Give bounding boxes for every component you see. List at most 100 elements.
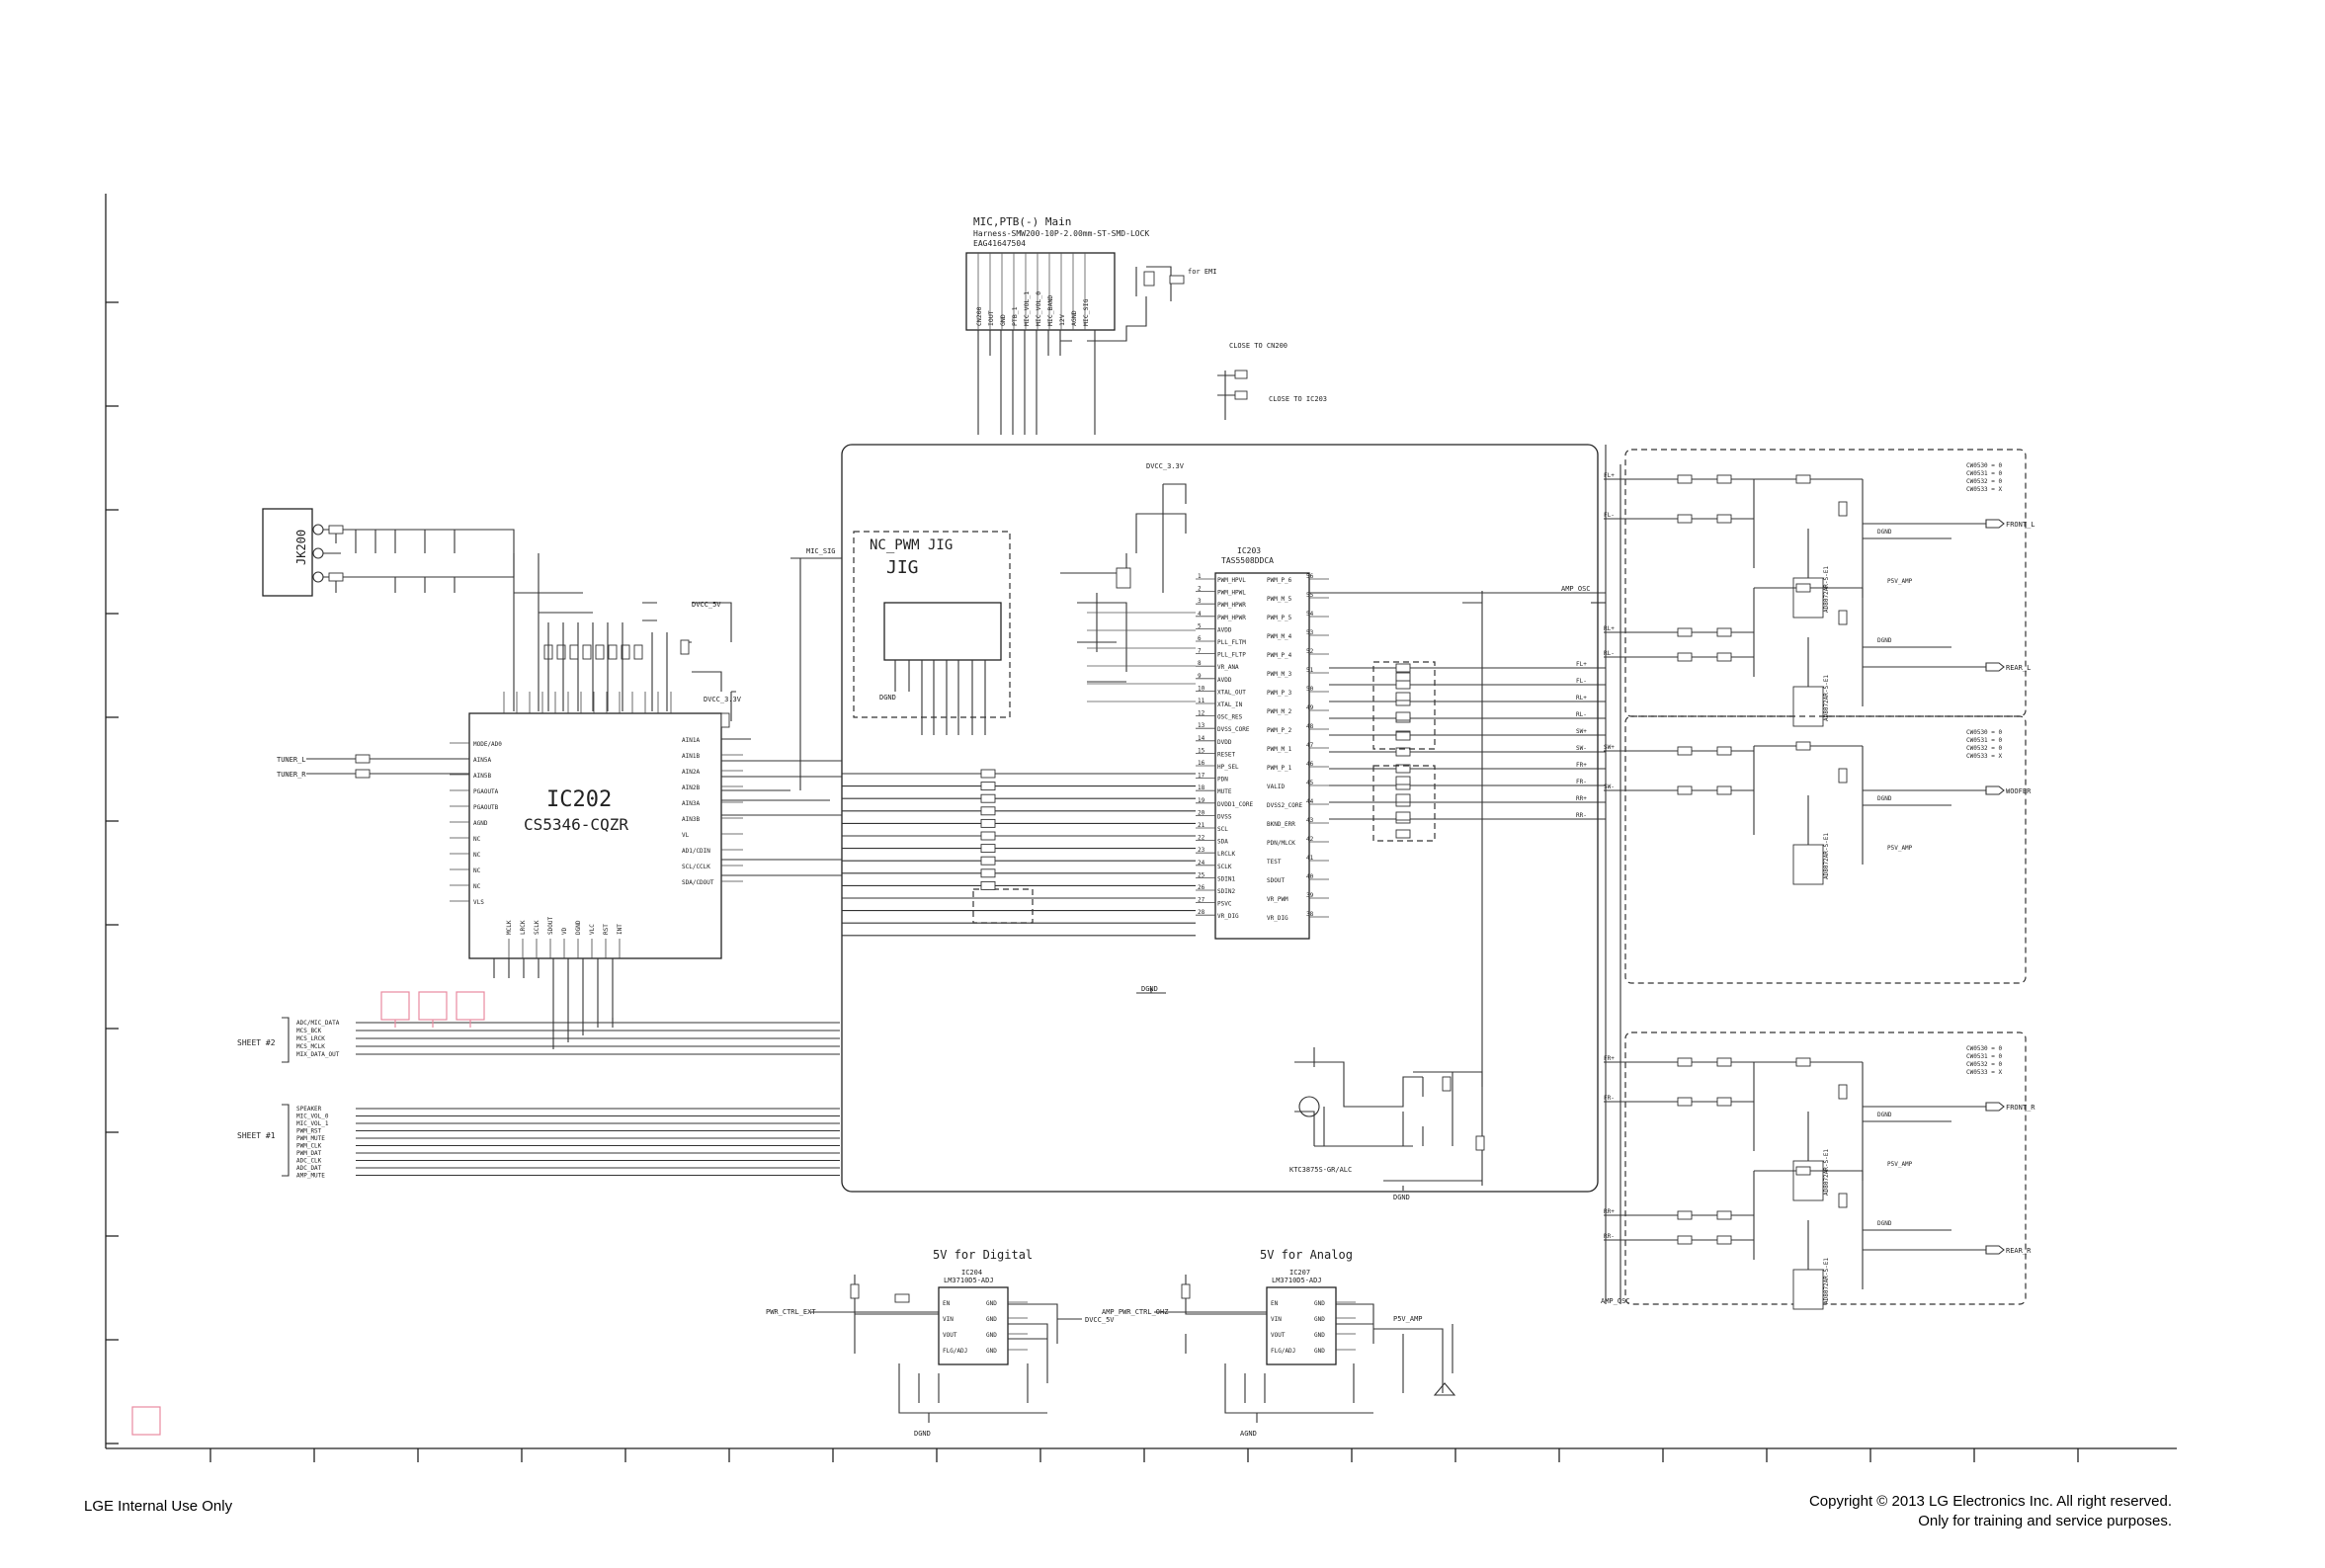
dsp-pin-number: 46 [1306,761,1314,768]
svg-text:DVCC_3.3V: DVCC_3.3V [704,696,742,703]
v5-digital-title: 5V for Digital [933,1248,1033,1262]
amp-ic-label: AD8072AR-S-E1 [1823,675,1830,721]
sheet-frame [105,194,2177,1462]
resistor [980,782,996,791]
dsp-pin-label: TEST [1267,859,1282,866]
dsp-pin-label: DVSS2_CORE [1267,802,1303,809]
tuner-l-label: TUNER_L [277,756,306,764]
dsp-pin-number: 39 [1306,892,1314,899]
dsp-pin-number: 7 [1198,648,1202,655]
svg-text:DGND: DGND [879,694,896,701]
dsp-pin-label: PLL_FLTP [1217,652,1246,659]
marker-box-2 [418,991,448,1021]
resistor [980,806,996,816]
dsp-pin-label: PWM_P_1 [1267,765,1292,772]
cw-code-label: CW0532 = 0 [1966,745,2003,752]
dsp-pin-label: PWM_HPWR [1217,602,1246,609]
regulator-pin-label: GND [986,1316,997,1323]
resistor [1677,1235,1693,1245]
cw-code-label: CW0533 = X [1966,753,2003,760]
dsp-pin-number: 8 [1198,660,1202,667]
svg-text:DGND: DGND [1141,985,1158,993]
sheet1-signal-label: MIC_VOL_0 [296,1114,329,1120]
sheet2-signal-label: MCS_MCLK [296,1043,325,1050]
ic202-pin-label: AGND [473,820,488,827]
cw-code-label: CW0530 = 0 [1966,729,2003,736]
resistor [980,868,996,878]
ic202-pin-label: VLC [589,924,596,935]
dsp-pin-number: 23 [1198,847,1205,854]
resistor [980,831,996,841]
sheet2-bus: SHEET #2 ADC/MIC_DATAMCS_BCKMCS_LRCKMCS_… [237,991,840,1063]
dsp-pin-label: PWM_P_2 [1267,727,1292,734]
resistor [1795,474,1811,484]
dsp-pin-label: AVDD [1217,626,1232,633]
sheet1-label: SHEET #1 [237,1131,276,1140]
dsp-pin-label: RESET [1217,751,1235,758]
footer-copyright: Copyright © 2013 LG Electronics Inc. All… [1809,1492,2172,1531]
dsp-pin-label: DVDD1_CORE [1217,801,1254,808]
sheet1-signal-label: MIC_VOL_1 [296,1120,329,1127]
footer-internal-use: LGE Internal Use Only [84,1498,233,1515]
resistor [1838,1193,1848,1208]
dvcc-5-label: DVCC_5V [1085,1316,1115,1324]
ic202-pin-label: VLS [473,899,484,906]
dsp-pin-number: 27 [1198,897,1205,904]
svg-text:AGND: AGND [1240,1430,1257,1438]
amp-pwr-ctrl-label: AMP_PWR_CTRL_OHZ [1102,1308,1168,1316]
svg-text:DGND: DGND [1393,1194,1410,1201]
cw-code-label: CW0530 = 0 [1966,462,2003,469]
dsp-pin-number: 44 [1306,798,1314,805]
cw-code-label: CW0531 = 0 [1966,470,2003,477]
dsp-pin-label: PDN [1217,777,1228,784]
dsp-pin-label: VR_ANA [1217,664,1239,671]
pwm-net-label: SW+ [1576,728,1587,735]
dsp-pin-label: PWM_HPWL [1217,590,1246,597]
regulator-pin-label: GND [1314,1300,1325,1307]
ic202-pin-label: NC [473,852,481,859]
sheet1-signal-label: PWM_RST [296,1128,322,1135]
resistor [1677,1057,1693,1067]
connector-pin-label: AGND [1070,310,1078,326]
dsp-pin-number: 41 [1306,855,1314,862]
amp-osc-section: KTC3875S-GR/ALC DGND [1289,591,1485,1201]
resistor [980,880,996,890]
dsp-pin-label: XTAL_IN [1217,701,1243,708]
reg1-name: IC204 [961,1269,982,1277]
marker-box-4 [131,1406,161,1436]
resistor [1677,514,1693,524]
dsp-pin-label: BKND_ERR [1267,821,1295,828]
amp-output-label: FRONT_L [2006,521,2035,529]
regulator-pin-label: VOUT [1271,1332,1286,1339]
connector-pin-label: MIC_SIG [1082,299,1090,326]
dsp-pin-label: DVSS_CORE [1217,726,1250,733]
regulator-pin-label: VOUT [943,1332,957,1339]
amp-output-label: WOOFER [2006,787,2032,795]
resistor [1395,811,1411,821]
amp-osc-label: AMP_OSC [1601,1297,1630,1305]
amp-output-label: REAR_R [2006,1247,2032,1255]
dsp-pin-number: 55 [1306,592,1314,599]
dsp-pin-label: DVDD [1217,739,1232,746]
dsp-pin-label: VR_DIG [1267,915,1288,922]
resistor [1395,747,1411,757]
jig-title: NC_PWM JIG [870,537,953,553]
resistor [1838,610,1848,625]
sheet1-signal-label: PWM_MUTE [296,1135,325,1142]
resistor [1838,501,1848,517]
resistor [1395,731,1411,741]
pwm-net-label: FR+ [1576,762,1587,769]
regulator-pin-label: VIN [943,1316,954,1323]
adc-to-bus-wiring: MIC_SIG [721,547,842,876]
regulator-pin-label: FLG/ADJ [943,1348,967,1355]
close-ic203-label: CLOSE TO IC203 [1269,395,1327,403]
resistor [1716,514,1732,524]
dsp-pin-number: 24 [1198,860,1205,867]
dsp-pin-label: PLL_FLTM [1217,639,1246,646]
connector-pin-label: PTB_1 [1011,306,1019,326]
dsp-pin-label: PWM_P_3 [1267,690,1292,697]
amp-input-net: RL+ [1604,625,1615,632]
svg-text:DVCC_5V: DVCC_5V [692,601,721,609]
sheet2-label: SHEET #2 [237,1038,276,1047]
connector-pin-label: 12V [1058,314,1066,326]
